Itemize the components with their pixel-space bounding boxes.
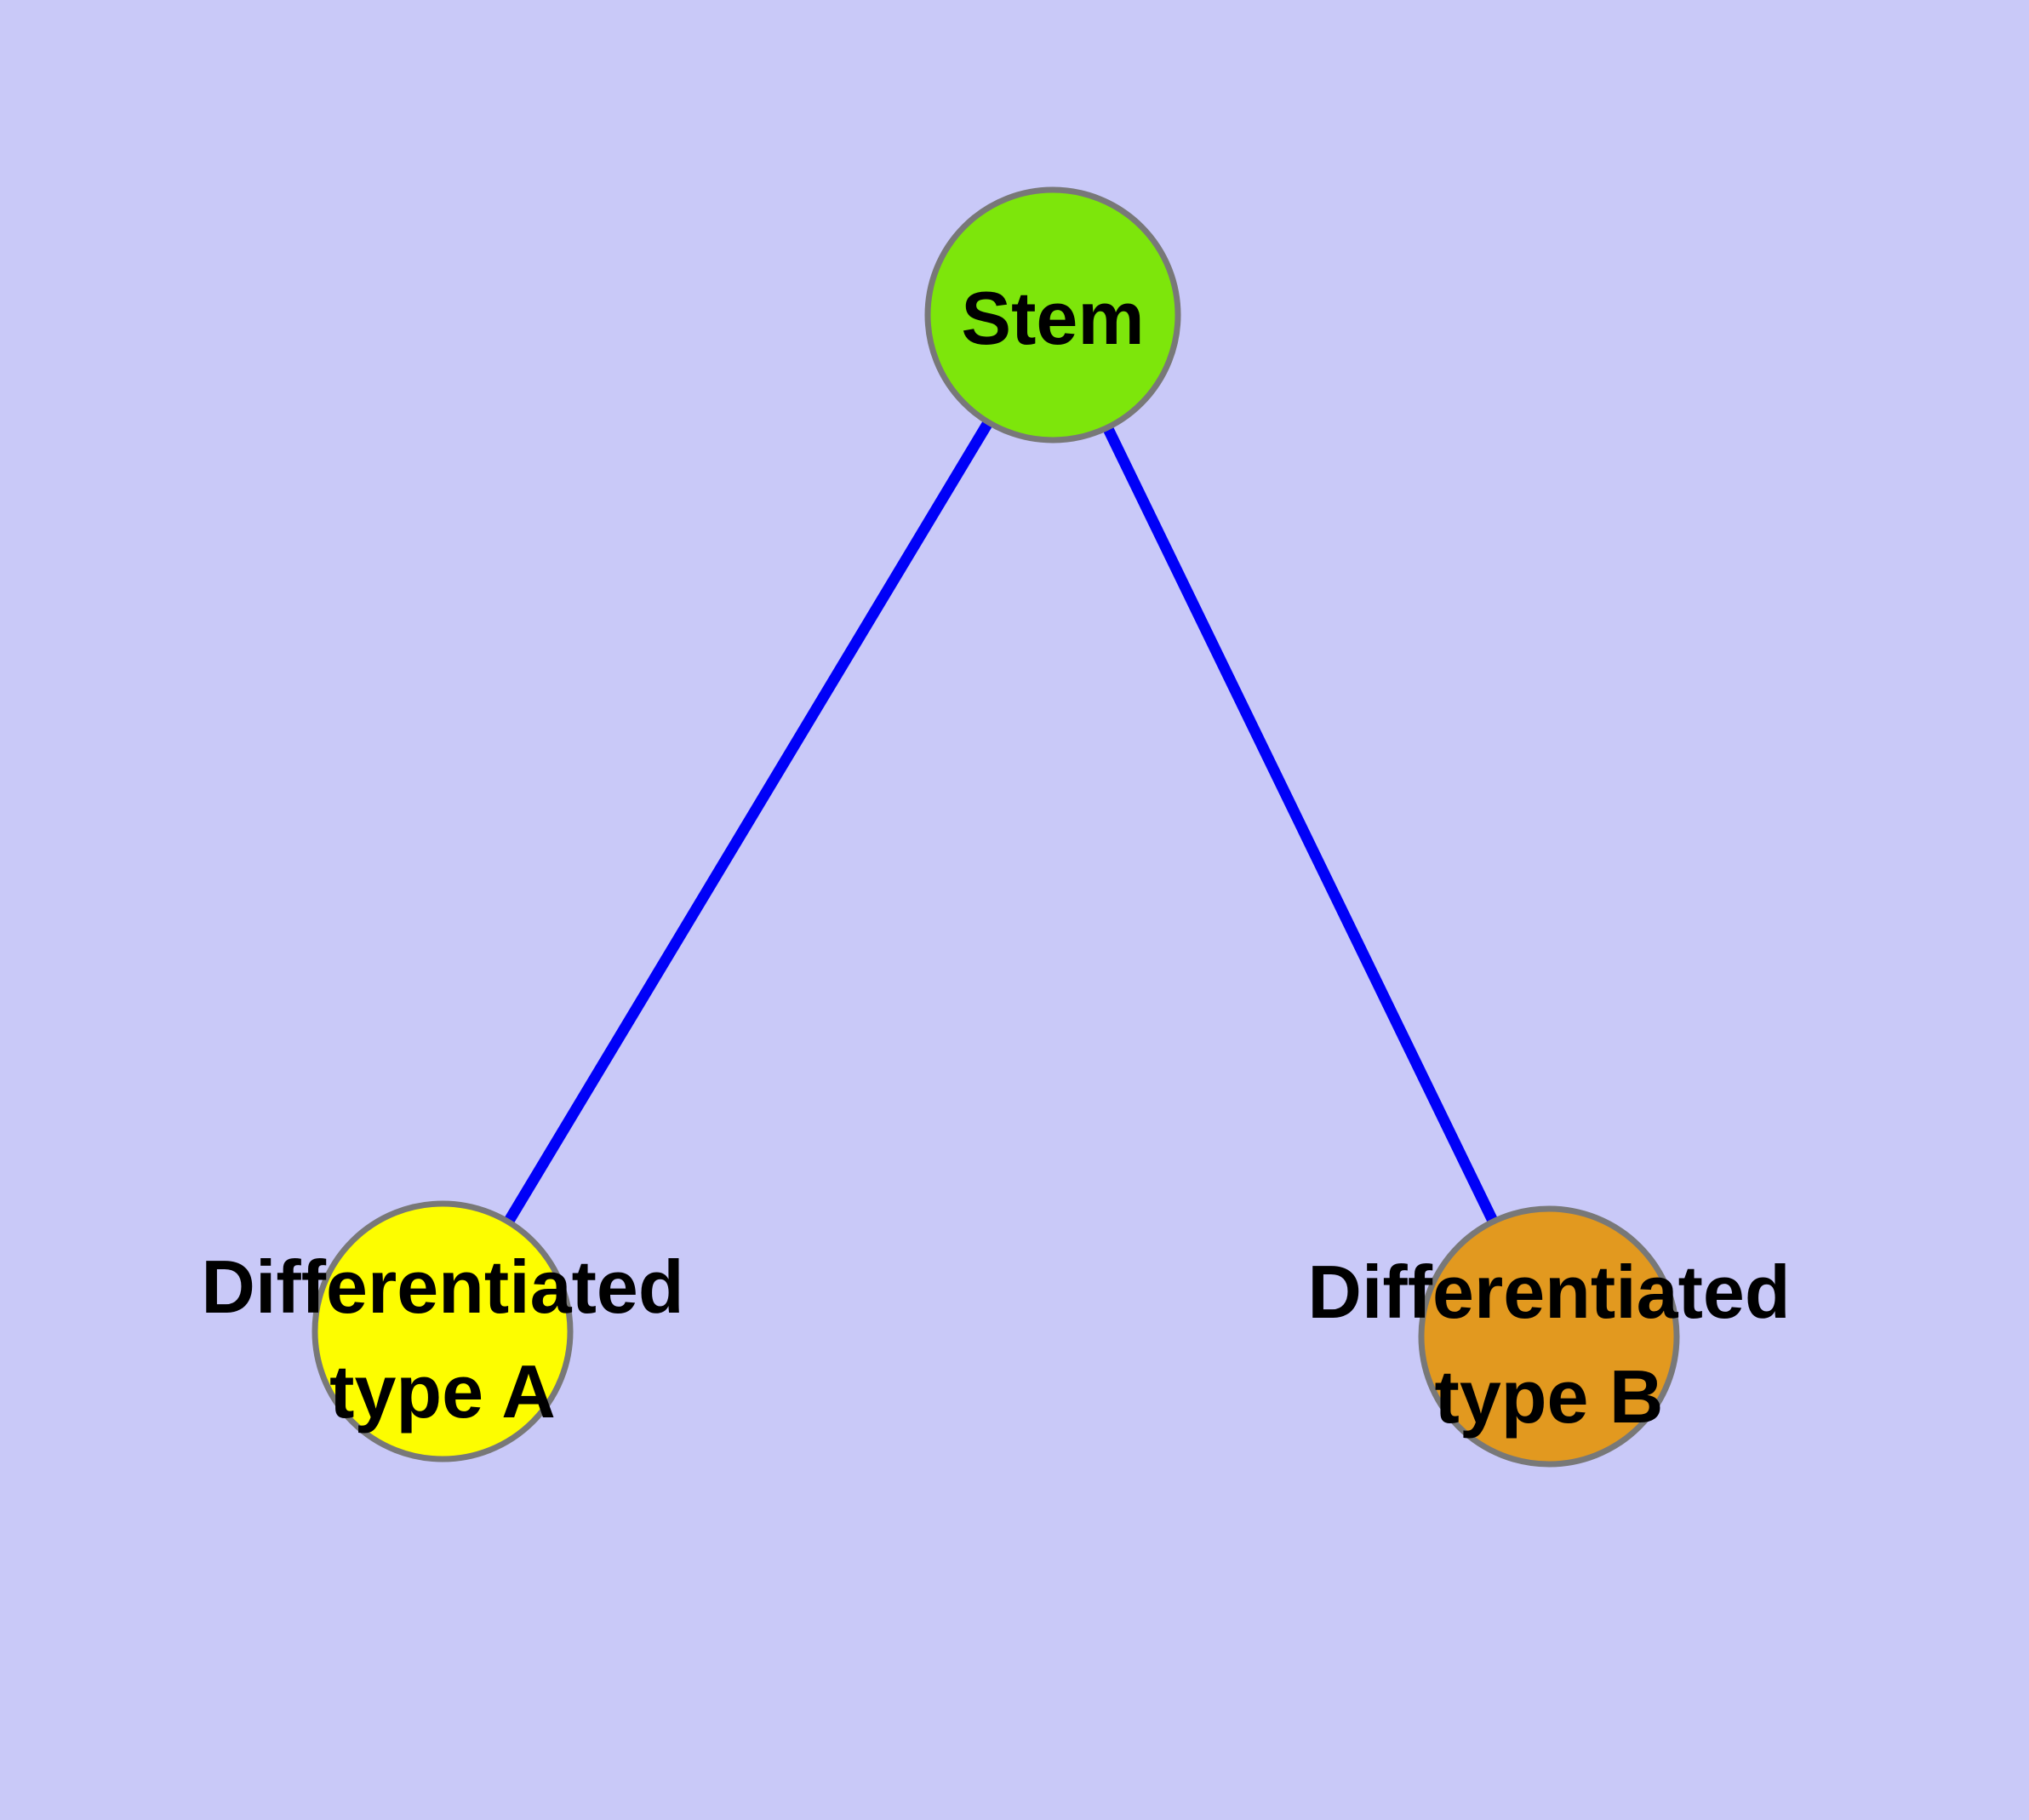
node-stem: Stem	[924, 186, 1181, 444]
node-stem-label: Stem	[961, 276, 1144, 360]
edge-stem-to-type-a	[437, 312, 1058, 1335]
node-type-a-label-line2: type A	[329, 1349, 556, 1434]
node-type-a-circle	[311, 1200, 574, 1462]
node-differentiated-type-b: Differentiated type B	[1307, 1205, 1791, 1468]
node-type-b-label-line2: type B	[1435, 1354, 1664, 1439]
edge-stem-to-type-b	[1048, 312, 1554, 1339]
node-differentiated-type-a: Differentiated type A	[201, 1200, 684, 1462]
node-type-b-circle	[1418, 1205, 1680, 1468]
node-type-b-label-line1: Differentiated	[1307, 1250, 1790, 1334]
node-stem-circle	[924, 186, 1181, 444]
node-type-a-label-line1: Differentiated	[201, 1245, 683, 1329]
